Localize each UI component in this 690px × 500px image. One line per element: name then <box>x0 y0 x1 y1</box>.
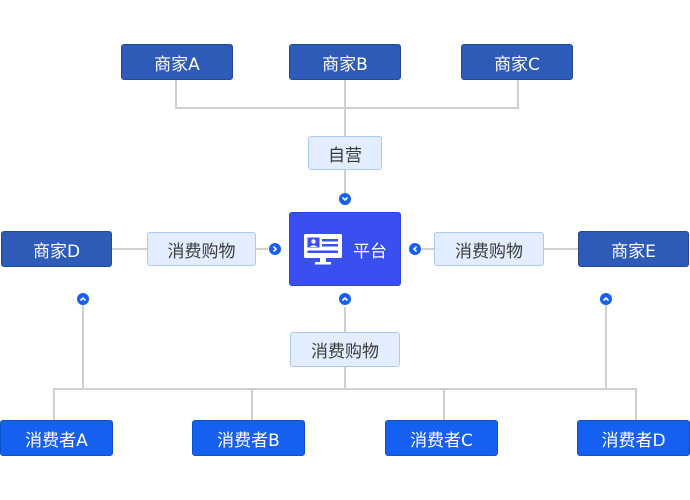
merchant-a: 商家A <box>121 44 233 80</box>
platform-node: 平台 <box>289 212 401 286</box>
merchant-d: 商家D <box>1 231 112 267</box>
arrow-up-icon <box>339 293 351 305</box>
consumer-b: 消费者B <box>192 420 305 456</box>
arrow-up-icon <box>600 293 612 305</box>
monitor-icon <box>303 233 343 265</box>
self-operated-label: 自营 <box>308 136 382 170</box>
platform-label: 平台 <box>353 241 387 262</box>
arrow-up-icon <box>77 293 89 305</box>
shopping-label-bottom: 消费购物 <box>290 332 400 367</box>
connector-bottom-bus <box>53 388 637 420</box>
connector-top-merchants <box>175 80 519 109</box>
arrow-right-icon <box>269 243 281 255</box>
shopping-label-left: 消费购物 <box>147 232 256 266</box>
arrow-left-icon <box>409 243 421 255</box>
merchant-b: 商家B <box>289 44 401 80</box>
consumer-c: 消费者C <box>385 420 498 456</box>
merchant-e: 商家E <box>578 231 689 267</box>
consumer-d: 消费者D <box>577 420 690 456</box>
shopping-label-right: 消费购物 <box>434 232 544 266</box>
arrow-down-icon <box>339 193 351 205</box>
merchant-c: 商家C <box>461 44 573 80</box>
consumer-a: 消费者A <box>0 420 113 456</box>
